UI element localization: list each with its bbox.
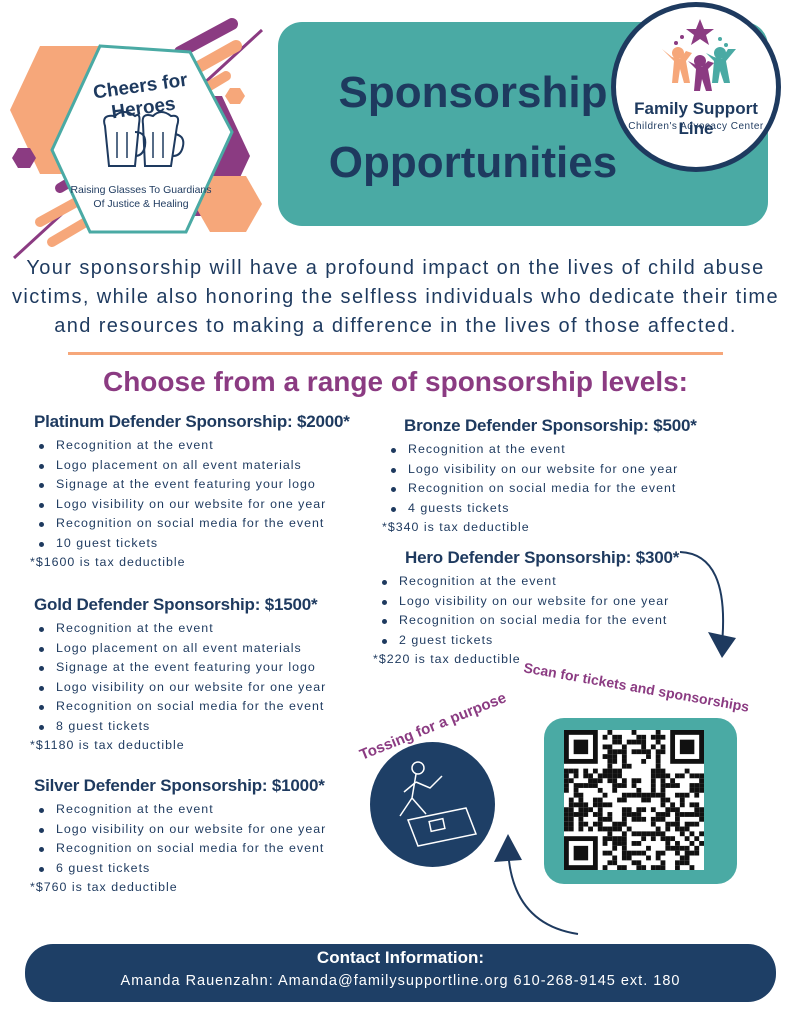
list-item: Recognition on social media for the even… — [39, 839, 374, 859]
qr-code[interactable] — [564, 730, 704, 870]
list-item: Recognition at the event — [39, 619, 374, 639]
list-item: Logo placement on all event materials — [39, 639, 374, 659]
list-item: Recognition at the event — [39, 800, 374, 820]
title-line-2: Opportunities — [328, 138, 618, 187]
org-logo: Family Support Line Children's Advocacy … — [611, 2, 781, 172]
list-item: Recognition on social media for the even… — [39, 514, 374, 534]
list-item: Recognition on social media for the even… — [391, 479, 716, 499]
list-item: Logo visibility on our website for one y… — [39, 820, 374, 840]
list-item: Logo visibility on our website for one y… — [39, 678, 374, 698]
list-item: 4 guests tickets — [391, 499, 716, 519]
list-item: Signage at the event featuring your logo — [39, 658, 374, 678]
bronze-title: Bronze Defender Sponsorship: $500* — [404, 416, 697, 435]
intro-paragraph: Your sponsorship will have a profound im… — [11, 257, 779, 337]
contact-bar: Contact Information: Amanda Rauenzahn: A… — [25, 944, 776, 1002]
list-item: Logo visibility on our website for one y… — [391, 460, 716, 480]
list-item: Logo visibility on our website for one y… — [39, 495, 374, 515]
list-item: Recognition on social media for the even… — [39, 697, 374, 717]
cornhole-illustration — [370, 742, 495, 867]
silver-level: Silver Defender Sponsorship: $1000* Reco… — [30, 776, 374, 897]
platinum-title: Platinum Defender Sponsorship: $2000* — [34, 412, 350, 431]
silver-benefits: Recognition at the event Logo visibility… — [34, 800, 374, 878]
event-logo-tagline-1: Raising Glasses To Guardians — [70, 184, 212, 196]
org-name: Family Support Line — [634, 99, 758, 138]
qr-frame — [544, 718, 737, 884]
list-item: 10 guest tickets — [39, 534, 374, 554]
header-decoration — [0, 0, 270, 260]
silver-title: Silver Defender Sponsorship: $1000* — [34, 776, 325, 795]
hero-title: Hero Defender Sponsorship: $300* — [405, 548, 680, 567]
event-logo-tagline-2: Of Justice & Healing — [93, 198, 189, 210]
gold-benefits: Recognition at the event Logo placement … — [34, 619, 374, 736]
beer-mugs-icon — [95, 106, 185, 172]
contact-title: Contact Information: — [316, 948, 485, 967]
platinum-level: Platinum Defender Sponsorship: $2000* Re… — [30, 412, 374, 572]
curved-arrow-icon — [679, 551, 736, 658]
bronze-level: Bronze Defender Sponsorship: $500* Recog… — [382, 416, 716, 537]
list-item: Recognition at the event — [39, 436, 374, 456]
org-subtitle: Children's Advocacy Center — [628, 121, 764, 132]
curved-arrow-icon — [494, 834, 579, 935]
list-item: Recognition on social media for the even… — [382, 611, 707, 631]
list-item: 6 guest tickets — [39, 859, 374, 879]
qr-code-image — [564, 730, 704, 870]
title-line-1: Sponsorship — [338, 68, 608, 117]
people-star-icon — [662, 19, 736, 91]
gold-tax: *$1180 is tax deductible — [30, 738, 185, 752]
gold-level: Gold Defender Sponsorship: $1500* Recogn… — [30, 595, 374, 755]
hero-level: Hero Defender Sponsorship: $300* Recogni… — [373, 548, 707, 669]
contact-details[interactable]: Amanda Rauenzahn: Amanda@familysupportli… — [120, 973, 681, 989]
gold-title: Gold Defender Sponsorship: $1500* — [34, 595, 318, 614]
platinum-benefits: Recognition at the event Logo placement … — [34, 436, 374, 553]
cornhole-player-icon — [399, 761, 478, 847]
list-item: Signage at the event featuring your logo — [39, 475, 374, 495]
hero-tax: *$220 is tax deductible — [373, 652, 521, 666]
hero-benefits: Recognition at the event Logo visibility… — [377, 572, 707, 650]
bronze-tax: *$340 is tax deductible — [382, 520, 530, 534]
bronze-benefits: Recognition at the event Logo visibility… — [386, 440, 716, 518]
platinum-tax: *$1600 is tax deductible — [30, 555, 186, 569]
divider — [68, 352, 723, 355]
list-item: 2 guest tickets — [382, 631, 707, 651]
levels-heading: Choose from a range of sponsorship level… — [102, 366, 688, 397]
list-item: Logo placement on all event materials — [39, 456, 374, 476]
list-item: Recognition at the event — [391, 440, 716, 460]
list-item: Logo visibility on our website for one y… — [382, 592, 707, 612]
list-item: 8 guest tickets — [39, 717, 374, 737]
silver-tax: *$760 is tax deductible — [30, 880, 178, 894]
list-item: Recognition at the event — [382, 572, 707, 592]
